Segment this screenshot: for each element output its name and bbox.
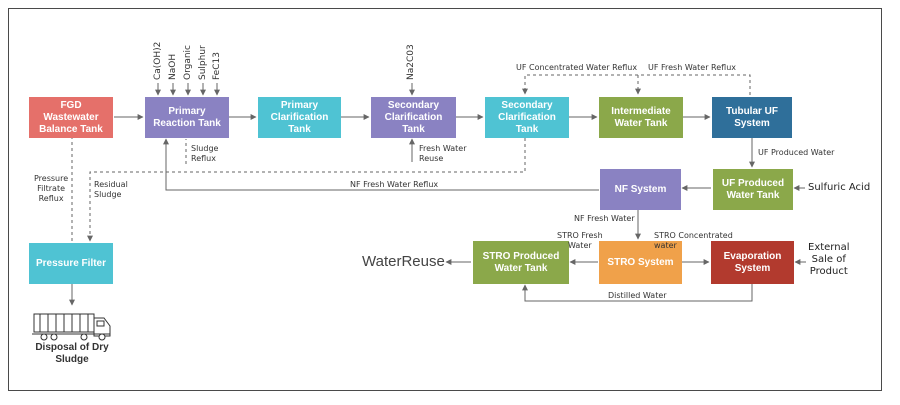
external-sale-label: External Sale of Product xyxy=(808,242,850,277)
intermediate-water-tank: Intermediate Water Tank xyxy=(599,97,683,138)
primary-reaction-tank: Primary Reaction Tank xyxy=(145,97,229,138)
fresh-water-reuse-label: Fresh Water Reuse xyxy=(419,144,467,163)
chemical-label: FeC13 xyxy=(212,52,222,80)
nf-fresh-reflux-label: NF Fresh Water Reflux xyxy=(350,180,439,189)
sulfuric-acid-label: Sulfuric Acid xyxy=(808,182,871,193)
nf-fresh-water-label: NF Fresh Water xyxy=(574,214,635,223)
secondary-clarification-tank-2: Secondary Clarification Tank xyxy=(485,97,569,138)
chemical-label: Na2C03 xyxy=(406,44,416,80)
fgd-balance-tank: FGD Wastewater Balance Tank xyxy=(29,97,113,138)
stro-system: STRO System xyxy=(599,241,682,284)
nf-system: NF System xyxy=(600,169,681,210)
stro-concentrated-water-label: STRO Concentrated water xyxy=(654,231,733,250)
chemical-label: Organic xyxy=(183,44,193,80)
chemical-label: NaOH xyxy=(168,53,178,80)
stro-produced-water-tank: STRO Produced Water Tank xyxy=(473,241,569,284)
uf-produced-water-label: UF Produced Water xyxy=(758,148,835,157)
evaporation-system: Evaporation System xyxy=(711,241,794,284)
primary-clarification-tank: Primary Clarification Tank xyxy=(258,97,341,138)
stro-fresh-water-label: STRO Fresh Water xyxy=(557,231,603,250)
chemical-label: Ca(OH)2 xyxy=(153,41,163,80)
disposal-dry-sludge-label: Disposal of Dry Sludge xyxy=(35,342,109,365)
sludge-reflux-label: Sludge Reflux xyxy=(191,144,219,163)
pressure-filter: Pressure Filter xyxy=(29,243,113,284)
secondary-clarification-tank-1: Secondary Clarification Tank xyxy=(371,97,456,138)
dump-truck-icon xyxy=(32,313,111,341)
pressure-filtrate-reflux-label: Pressure Filtrate Reflux xyxy=(34,174,69,203)
diagram-frame xyxy=(8,8,882,391)
water-reuse-label: WaterReuse xyxy=(362,253,445,270)
residual-sludge-label: Residual Sludge xyxy=(94,180,128,199)
uf-concentrated-reflux-label: UF Concentrated Water Reflux xyxy=(516,63,638,72)
chemical-label: Sulphur xyxy=(198,45,208,80)
distilled-water-label: Distilled Water xyxy=(608,291,667,300)
tubular-uf-system: Tubular UF System xyxy=(712,97,792,138)
uf-fresh-reflux-label: UF Fresh Water Reflux xyxy=(648,63,736,72)
uf-produced-water-tank: UF Produced Water Tank xyxy=(713,169,793,210)
